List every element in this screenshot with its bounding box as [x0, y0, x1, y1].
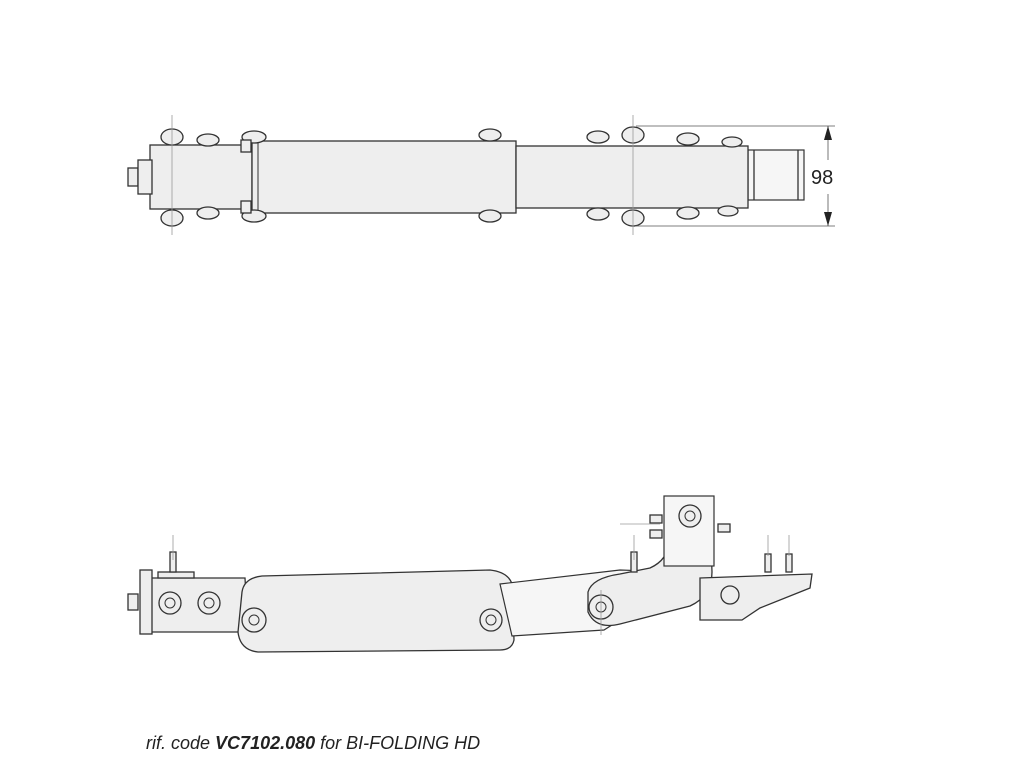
caption: rif. code VC7102.080 for BI-FOLDING HD — [146, 733, 480, 754]
right-bracket — [699, 573, 813, 621]
side-view — [127, 495, 813, 653]
caption-code: VC7102.080 — [215, 733, 316, 753]
top-view: 98 — [127, 115, 835, 235]
dimension-98: 98 — [636, 125, 835, 227]
caption-prefix: rif. code — [146, 733, 211, 753]
square-tube — [747, 149, 805, 201]
right-arm — [515, 145, 749, 209]
left-end-plate — [149, 144, 253, 210]
dimension-98-label: 98 — [811, 167, 833, 189]
caption-suffix: for BI-FOLDING HD — [320, 733, 481, 753]
pivot-points — [158, 504, 702, 633]
main-arm — [237, 569, 515, 653]
left-bolt — [127, 593, 139, 611]
center-arm — [251, 140, 517, 214]
left-bolt-head — [127, 167, 139, 187]
